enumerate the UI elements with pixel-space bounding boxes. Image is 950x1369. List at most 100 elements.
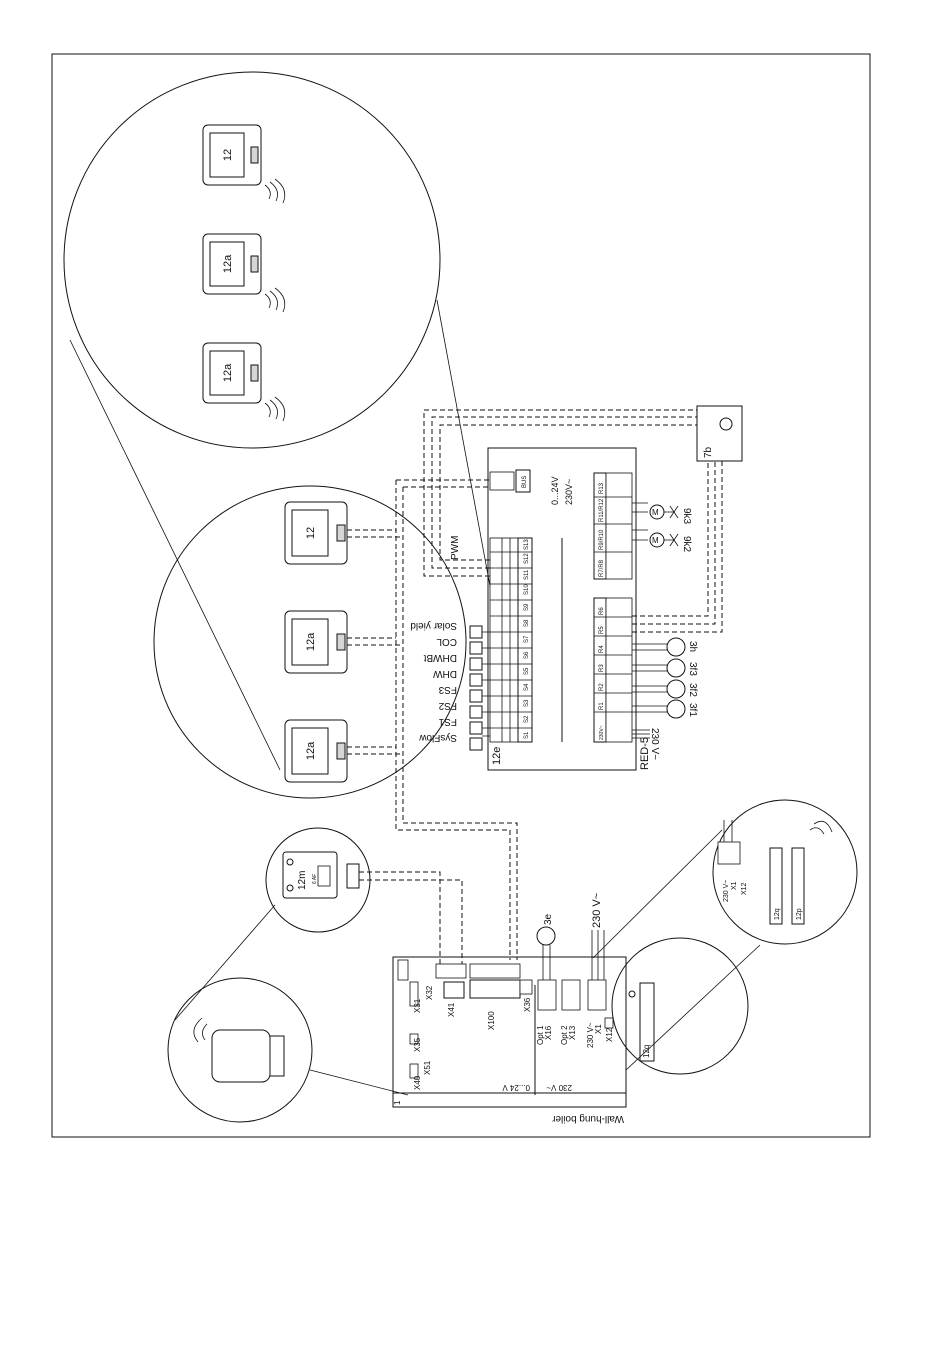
sensor-term-s13: S13	[524, 539, 530, 550]
right-detail-circle: 230 V~ X1 X12 12q 12p	[592, 799, 858, 1075]
pump-7b-label: 7b	[703, 446, 714, 458]
relay-term-r11r12: R11/R12	[599, 498, 605, 522]
boiler-x1-voltage: 230 V~	[586, 1022, 595, 1048]
sensor-label-dhwbt: DHWBt	[423, 652, 457, 663]
mixer-valves: M M 9k3 9k2	[632, 502, 692, 553]
boiler-x16: X16	[544, 1025, 553, 1040]
boiler-connector-x31: X31	[413, 998, 422, 1013]
detail-x1: X1	[731, 881, 738, 890]
sensor-term-s4: S4	[524, 683, 530, 691]
svg-text:M: M	[652, 536, 659, 545]
boiler-opt2: Opt 2	[560, 1025, 569, 1045]
relay-term-r2: R2	[599, 683, 605, 691]
module-12m-label: 12m	[297, 871, 308, 890]
upper-thermostat-1: 12	[202, 124, 286, 204]
pwm-wiring	[423, 409, 723, 633]
module-12m-circle: 12m 6 AF	[265, 827, 463, 965]
boiler-x13: X13	[568, 1025, 577, 1040]
output-3f1: 3f1	[687, 703, 698, 717]
middle-thermostat-2: 12a	[284, 610, 348, 674]
relay-term-r4: R4	[599, 645, 605, 653]
sensor-term-s9: S9	[524, 603, 530, 611]
sensor-term-s8: S8	[524, 619, 530, 627]
boiler-connector-x35: X35	[413, 1037, 422, 1052]
thermostat-label: 12	[305, 527, 317, 539]
detail-item-12q: 12q	[774, 908, 781, 920]
sensor-term-s1: S1	[524, 731, 530, 739]
middle-detail-circle	[153, 485, 467, 799]
sensor-term-s3: S3	[524, 699, 530, 707]
boiler-connector-x40: X40	[413, 1075, 422, 1090]
relay-term-r5: R5	[599, 626, 605, 634]
pwm-label: PWM	[450, 536, 461, 560]
boiler: Wall-hung boiler 1 0...24 V 230 V~ X31 X…	[392, 893, 627, 1124]
mixer-label-9k3: 9k3	[681, 508, 692, 525]
relay-term-r9r10: R9/R10	[599, 529, 605, 550]
detail-item-12p: 12p	[796, 908, 803, 920]
sensor-term-s7: S7	[524, 635, 530, 643]
voltage-high-label: 230V~	[564, 479, 574, 505]
controller-red5: 12e RED-5 BUS S1 S2 S3 S4 S5 S6 S7 S8 S9…	[450, 447, 651, 771]
mixer-label-9k2: 9k2	[681, 536, 692, 553]
relay-term-r7r8: R7/R8	[599, 559, 605, 577]
sensor-label-sysflow: SysFlow	[418, 732, 457, 743]
lower-left-circle	[167, 904, 409, 1123]
output-pumps: 230 V~ 3f1 3f2 3f3 3h	[632, 637, 698, 760]
boiler-opt1: Opt 1	[536, 1025, 545, 1045]
boiler-connector-x100: X100	[487, 1011, 496, 1030]
controller-id: 12e	[491, 747, 503, 765]
thermostat-label: 12a	[222, 254, 234, 273]
output-3f2: 3f2	[687, 683, 698, 697]
boiler-pump-3e: 3e	[543, 913, 554, 925]
sensor-term-s6: S6	[524, 651, 530, 659]
boiler-x12: X12	[605, 1027, 614, 1042]
output-230v: 230 V~	[649, 728, 660, 760]
sensor-12q-lower: 12q	[628, 982, 655, 1062]
thermostat-label: 12a	[305, 741, 317, 760]
sensor-term-s10: S10	[524, 584, 530, 595]
boiler-connector-x32: X32	[425, 985, 434, 1000]
thermostat-label: 12	[222, 149, 234, 161]
middle-thermostat-3: 12a	[284, 719, 348, 783]
voltage-low-label: 0...24V	[550, 476, 560, 505]
sensor-label-fs3: FS3	[438, 684, 457, 695]
boiler-connector-x41: X41	[447, 1002, 456, 1017]
relay-term-r13: R13	[599, 482, 605, 494]
output-3f3: 3f3	[687, 662, 698, 676]
relay-term-r3: R3	[599, 664, 605, 672]
sensor-term-s12: S12	[524, 553, 530, 564]
thermostat-label: 12a	[222, 363, 234, 382]
upper-detail-circle	[63, 71, 501, 771]
relay-term-r1: R1	[599, 702, 605, 710]
middle-thermostat-1: 12	[284, 501, 348, 565]
boiler-x1: X1	[594, 1024, 603, 1034]
controller-model: RED-5	[639, 737, 651, 770]
output-3h: 3h	[687, 641, 698, 652]
sensor-inputs: SysFlow FS1 FS2 FS3 DHW DHWBt COL Solar …	[410, 620, 490, 751]
boiler-voltage-high: 230 V~	[546, 1083, 572, 1092]
thermostat-bus-wiring	[347, 479, 518, 960]
upper-thermostat-3: 12a	[202, 342, 286, 422]
boiler-connector-x36: X36	[523, 997, 532, 1012]
svg-text:M: M	[652, 508, 659, 517]
sensor-term-s11: S11	[524, 569, 530, 580]
boiler-id: 1	[393, 1100, 402, 1105]
sensor-label-col: COL	[436, 636, 457, 647]
detail-voltage: 230 V~	[723, 880, 730, 902]
module-12m-terminal: 6 AF	[312, 874, 318, 884]
boiler-connector-x51: X51	[423, 1060, 432, 1075]
boiler-power-in: 230 V~	[591, 893, 603, 928]
sensor-term-s5: S5	[524, 667, 530, 675]
boiler-voltage-low: 0...24 V	[502, 1083, 530, 1092]
pump-7b: 7b	[696, 405, 743, 462]
relay-term-r6: R6	[599, 607, 605, 615]
sensor-label-dhw: DHW	[433, 668, 457, 679]
sensor-label-fs1: FS1	[438, 716, 457, 727]
bus-label: BUS	[522, 476, 528, 488]
sensor-label-fs2: FS2	[438, 700, 457, 711]
boiler-title: Wall-hung boiler	[551, 1113, 624, 1124]
diagram-frame	[51, 53, 871, 1138]
power-in-term: 230V~	[599, 725, 605, 740]
thermostat-label: 12a	[305, 632, 317, 651]
